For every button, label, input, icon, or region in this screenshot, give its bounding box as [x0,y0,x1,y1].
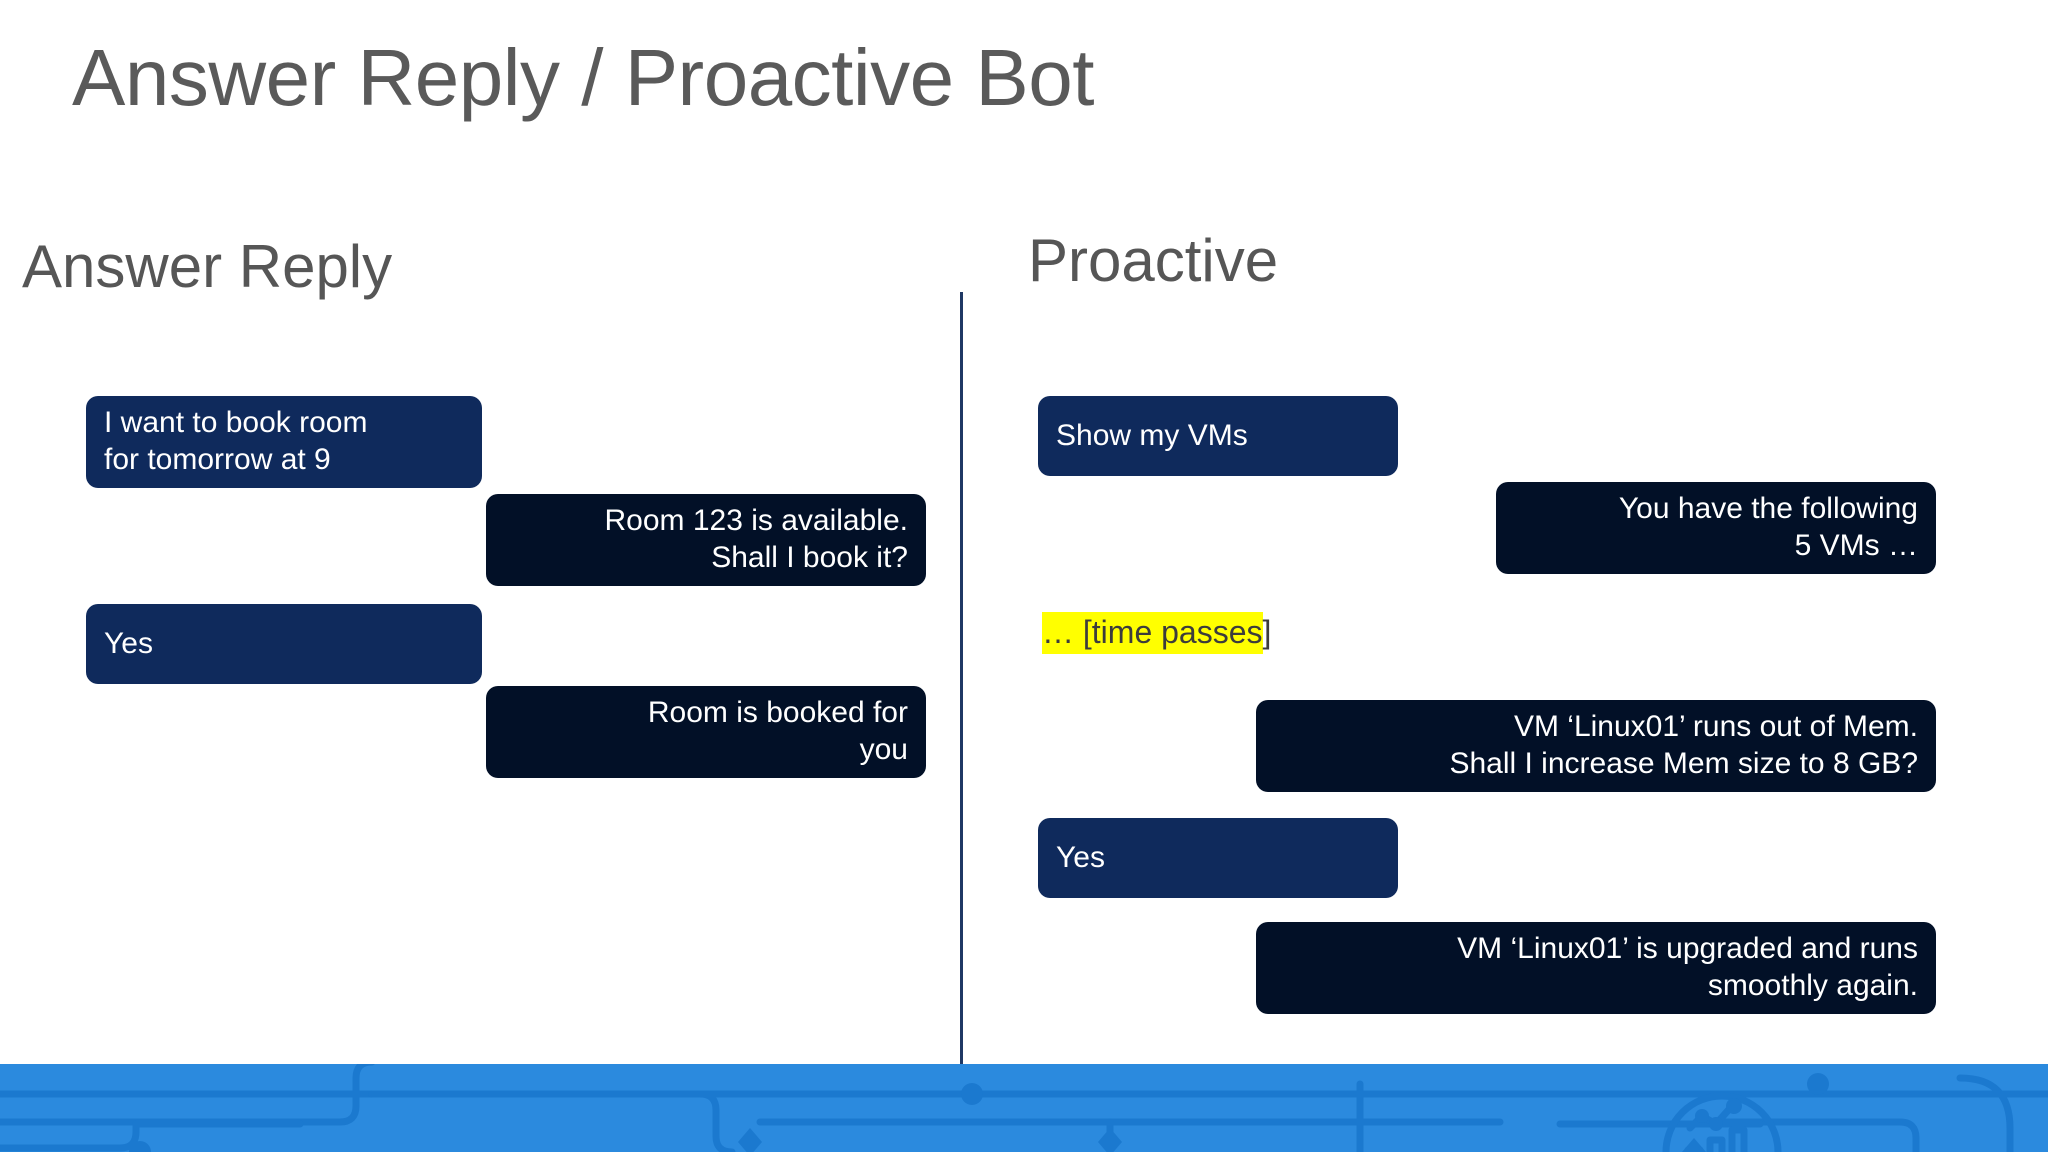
chat-bubble-user: Show my VMs [1038,396,1398,476]
page-title: Answer Reply / Proactive Bot [72,33,1094,122]
column-divider [960,292,963,1152]
chat-bubble-line: Show my VMs [1056,418,1248,452]
column-heading-proactive: Proactive [1028,227,1279,294]
chat-bubble-line: VM ‘Linux01’ runs out of Mem. [1513,710,1918,744]
chat-bubble-line: Shall I increase Mem size to 8 GB? [1449,747,1918,780]
chat-bubble-line: You have the following [1618,492,1918,526]
chat-bubble-user: I want to book room for tomorrow at 9 [86,396,482,488]
time-passes-note: … [time passes] [1042,612,1272,654]
chat-bubble-line: Room is booked for [647,696,908,730]
circuit-node-icon [129,1073,1829,1152]
circuit-via-icon [738,1128,1706,1152]
circuit-pattern-icon [0,1064,2048,1152]
chat-bubble-line: I want to book room [104,406,368,440]
analytics-chart-icon [1662,1092,1782,1152]
chat-bubble-bot: You have the following 5 VMs … [1496,482,1936,574]
chat-bubble-bot: VM ‘Linux01’ runs out of Mem. Shall I in… [1256,700,1936,792]
chat-bubble-user: Yes [86,604,482,684]
chat-bubble-bot: Room 123 is available. Shall I book it? [486,494,926,586]
footer-band [0,1064,2048,1152]
chat-bubble-line: Yes [1056,840,1105,874]
column-heading-answer-reply: Answer Reply [22,233,393,300]
chat-bubble-user: Yes [1038,818,1398,898]
chat-bubble-bot: Room is booked for you [486,686,926,778]
chat-bubble-line: smoothly again. [1707,969,1918,1002]
chat-bubble-line: Shall I book it? [711,541,908,574]
time-passes-bracket: ] [1262,614,1272,650]
chat-bubble-line: Yes [104,626,153,660]
chat-bubble-line: 5 VMs … [1794,529,1918,562]
time-passes-highlight: … [time passes [1042,612,1263,654]
chat-bubble-line: for tomorrow at 9 [104,443,331,476]
chat-bubble-line: you [859,733,908,766]
chat-bubble-line: Room 123 is available. [604,504,908,538]
chat-bubble-line: VM ‘Linux01’ is upgraded and runs [1457,932,1918,966]
chat-bubble-bot: VM ‘Linux01’ is upgraded and runs smooth… [1256,922,1936,1014]
